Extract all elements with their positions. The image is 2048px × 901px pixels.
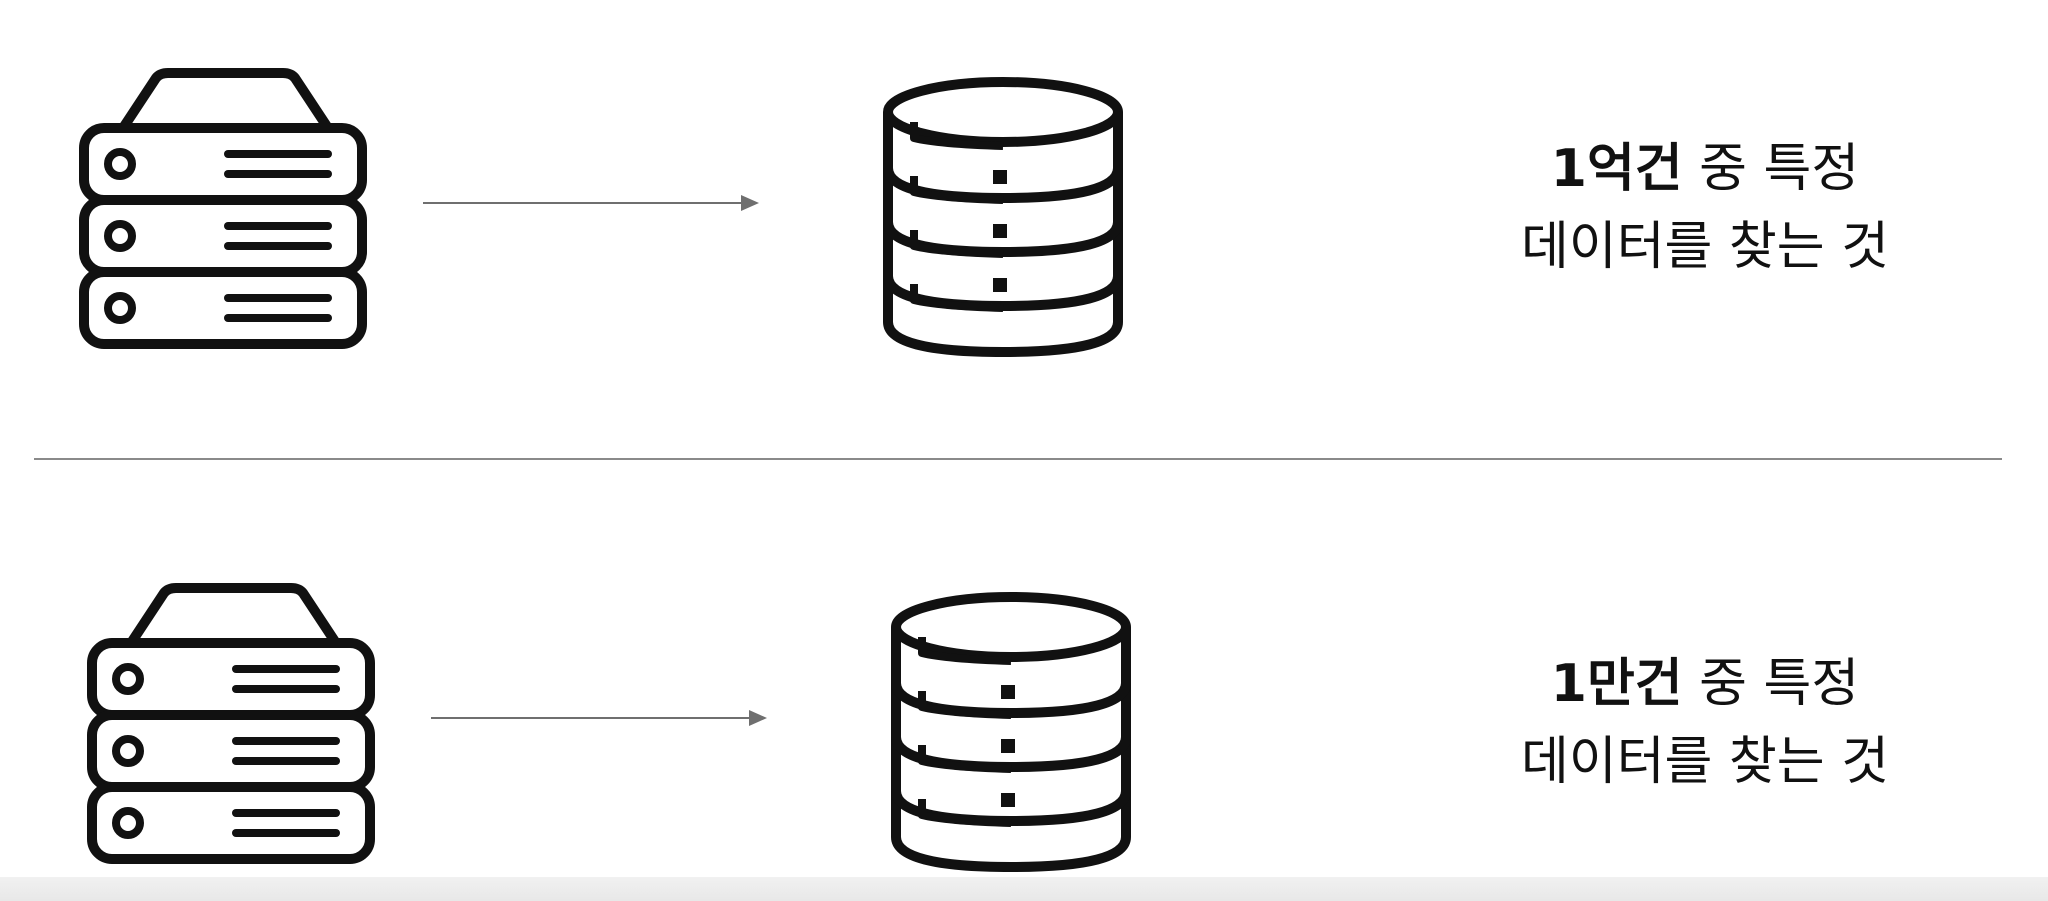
caption-line-1: 1만건 중 특정	[1440, 645, 1970, 723]
arrow-right-icon	[423, 195, 759, 211]
server-icon	[79, 68, 367, 349]
database-icon	[883, 77, 1123, 357]
large-dataset-row: 1억건 중 특정 데이터를 찾는 것	[0, 0, 2048, 390]
record-count-label: 1만건	[1550, 654, 1683, 714]
database-icon	[891, 592, 1131, 872]
large-dataset-caption: 1억건 중 특정 데이터를 찾는 것	[1440, 130, 1970, 286]
caption-line-2: 데이터를 찾는 것	[1521, 732, 1889, 792]
small-dataset-row: 1만건 중 특정 데이터를 찾는 것	[0, 515, 2048, 901]
caption-line-1: 1억건 중 특정	[1440, 130, 1970, 208]
caption-suffix: 중 특정	[1682, 654, 1860, 714]
arrow-right-icon	[431, 710, 767, 726]
section-divider	[34, 458, 2002, 460]
small-dataset-caption: 1만건 중 특정 데이터를 찾는 것	[1440, 645, 1970, 801]
server-icon	[87, 583, 375, 864]
record-count-label: 1억건	[1550, 139, 1683, 199]
caption-suffix: 중 특정	[1682, 139, 1860, 199]
bottom-shade	[0, 877, 2048, 901]
caption-line-2: 데이터를 찾는 것	[1521, 217, 1889, 277]
